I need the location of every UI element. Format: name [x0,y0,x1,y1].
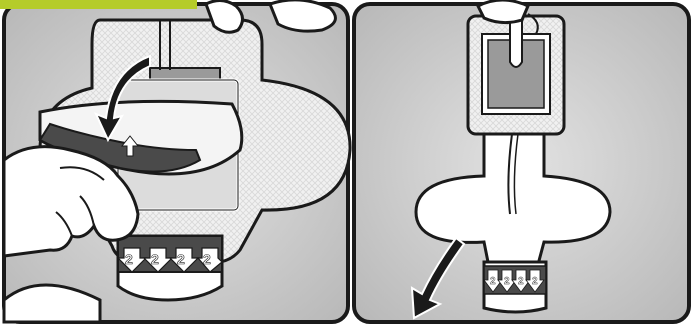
gloved-hand-icon [2,145,140,324]
tab-down-arrow-icon [196,247,223,273]
tab-down-arrow-icon [142,247,174,273]
tab-down-arrow-icon [497,269,517,293]
lower-tab-strip: 2 2 2 2 [482,260,548,314]
peel-arrow-icon [120,135,140,157]
tab-label-3: 2 [518,276,524,287]
panel-peel-liner: 2 2 2 2 [2,0,352,324]
tab-label-1: 2 [490,276,496,287]
panel-remove-frame: 2 2 2 2 [352,0,693,326]
curved-arrow-icon [94,54,151,143]
tab-down-arrow-icon [483,269,503,293]
dressing-icon [466,10,566,136]
gloved-fingers-top [204,0,337,34]
peel-liner-illustration: 2 2 2 2 [2,0,352,324]
tab-label-4: 2 [203,251,211,267]
accent-tab [0,0,197,9]
tab-down-arrow-icon [511,269,531,293]
tab-down-arrow-icon [116,247,148,273]
tab-label-2: 2 [504,276,510,287]
tab-label-2: 2 [151,251,159,267]
tab-label-3: 2 [177,251,185,267]
tab-arrow-row [116,247,223,273]
tab-down-arrow-icon [168,247,200,273]
gloved-fingers-top [475,0,539,35]
tab-label-4: 2 [532,276,538,287]
lower-tab-strip: 2 2 2 2 [116,234,224,302]
tab-down-arrow-icon [525,269,545,293]
tab-label-1: 2 [125,251,133,267]
curved-arrow-icon [410,236,466,320]
remove-frame-illustration: 2 2 2 2 [352,0,691,324]
